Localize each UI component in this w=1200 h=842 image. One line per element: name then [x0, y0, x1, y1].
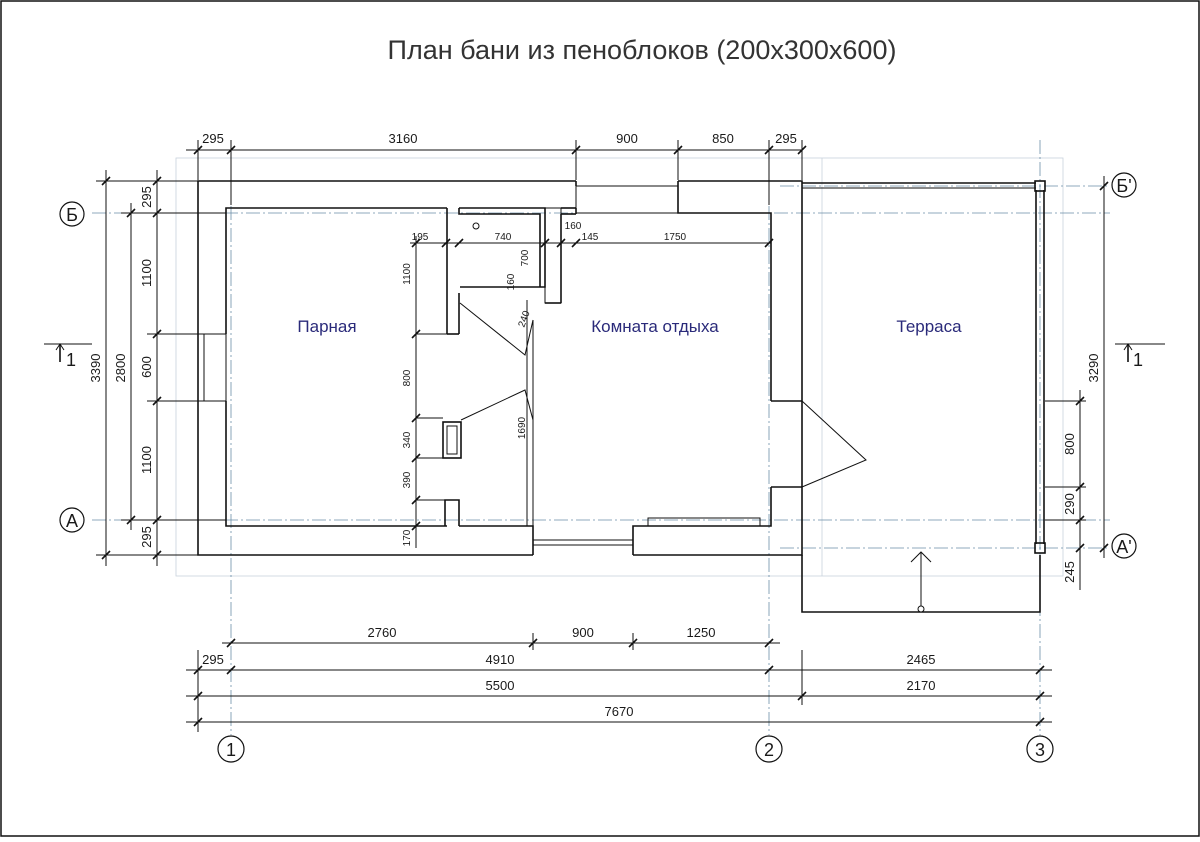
top-dimensions	[186, 140, 807, 205]
dim-bottom-5500: 5500	[486, 678, 515, 693]
room-rest: Комната отдыха	[591, 317, 719, 336]
dim-int-170: 170	[402, 529, 413, 546]
dim-int-145: 145	[582, 232, 599, 243]
dim-top-5: 295	[775, 131, 797, 146]
dim-top-4: 850	[712, 131, 734, 146]
axis-bubble-1	[217, 735, 245, 763]
dim-int-390: 390	[402, 471, 413, 488]
axis-lines	[92, 140, 1110, 735]
dim-int-740: 740	[495, 232, 512, 243]
dim-left-1100-bottom: 1100	[139, 446, 154, 474]
right-dimensions	[1045, 176, 1109, 590]
axis-label-2: 2	[764, 740, 774, 760]
room-terrace: Терраса	[896, 317, 962, 336]
dim-right-3290: 3290	[1086, 354, 1101, 383]
outline-guides	[175, 157, 1064, 577]
axis-bubble-b	[59, 201, 85, 227]
axis-label-1: 1	[226, 740, 236, 760]
dim-int-160-v: 160	[506, 273, 517, 290]
axis-bubble-b-prime	[1111, 172, 1137, 198]
dim-bottom-2465: 2465	[907, 652, 936, 667]
room-steam: Парная	[297, 317, 356, 336]
axis-bubble-a	[59, 507, 85, 533]
dim-bottom-1250: 1250	[687, 625, 716, 640]
axis-label-a-prime: А'	[1116, 537, 1131, 557]
dim-right-245: 245	[1062, 561, 1077, 583]
dim-bottom-900: 900	[572, 625, 594, 640]
interior-dimensions	[410, 236, 774, 548]
bottom-dimensions	[186, 633, 1052, 732]
dim-int-340: 340	[402, 431, 413, 448]
axis-label-a: А	[66, 511, 78, 531]
dim-left-295-top: 295	[139, 186, 154, 208]
dim-int-700: 700	[520, 249, 531, 266]
section-mark-right	[1115, 343, 1165, 362]
dim-int-240: 240	[517, 309, 533, 329]
dim-left-2800: 2800	[113, 354, 128, 383]
plan-title: План бани из пеноблоков (200х300х600)	[388, 35, 897, 65]
axis-label-b: Б	[66, 205, 78, 225]
axis-bubble-a-prime	[1111, 533, 1137, 559]
dim-int-160-h: 160	[565, 221, 582, 232]
walls	[197, 180, 1046, 613]
dim-left-3390: 3390	[88, 354, 103, 383]
dim-left-1100-top: 1100	[139, 259, 154, 287]
axis-bubble-3	[1026, 735, 1054, 763]
section-mark-left	[44, 343, 92, 362]
dim-bottom-4910: 4910	[486, 652, 515, 667]
dim-int-800: 800	[402, 369, 413, 386]
dim-left-600: 600	[139, 356, 154, 378]
dim-right-800: 800	[1062, 433, 1077, 455]
dim-bottom-295: 295	[202, 652, 224, 667]
dim-left-295-bottom: 295	[139, 526, 154, 548]
dim-int-1750: 1750	[664, 232, 687, 243]
dim-top-3: 900	[616, 131, 638, 146]
axis-bubble-2	[755, 735, 783, 763]
door-swings	[459, 222, 867, 526]
dim-right-290: 290	[1062, 493, 1077, 515]
axis-label-3: 3	[1035, 740, 1045, 760]
dim-bottom-2170: 2170	[907, 678, 936, 693]
dim-int-1690: 1690	[517, 416, 528, 439]
dim-int-1100: 1100	[402, 263, 413, 285]
dim-top-2: 3160	[389, 131, 418, 146]
dim-top-1: 295	[202, 131, 224, 146]
axis-label-b-prime: Б'	[1116, 176, 1131, 196]
section-label-right: 1	[1133, 350, 1143, 370]
dim-bottom-total: 7670	[605, 704, 634, 719]
section-label-left: 1	[66, 350, 76, 370]
dim-int-195: 195	[412, 232, 429, 243]
dim-bottom-2760: 2760	[368, 625, 397, 640]
left-dimensions	[96, 170, 226, 566]
